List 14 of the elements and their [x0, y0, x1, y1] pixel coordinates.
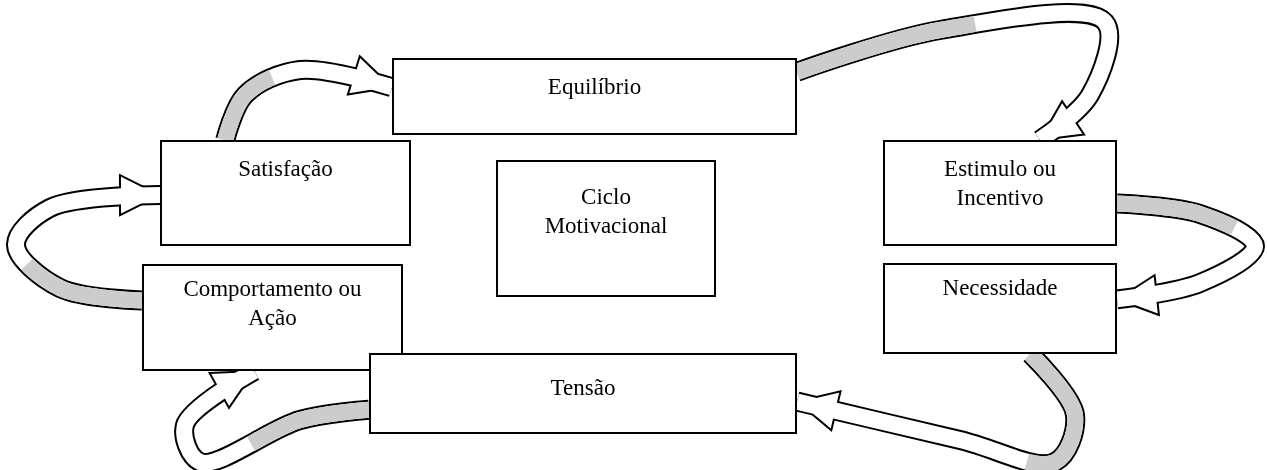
text-box [883, 263, 1117, 354]
box-label: Comportamento ou Ação [182, 275, 363, 332]
box-label: Equilíbrio [547, 73, 642, 101]
text-box [883, 140, 1117, 246]
box-label: Satisfação [238, 155, 333, 183]
text-box [142, 264, 403, 371]
text-box [496, 160, 716, 297]
box-label: Ciclo Motivacional [543, 183, 669, 240]
text-box [160, 140, 411, 246]
box-label: Necessidade [942, 274, 1058, 302]
box-label: Estimulo ou Incentivo [943, 155, 1057, 212]
text-box [392, 58, 797, 135]
box-label: Tensão [550, 374, 616, 402]
text-box [369, 353, 797, 434]
